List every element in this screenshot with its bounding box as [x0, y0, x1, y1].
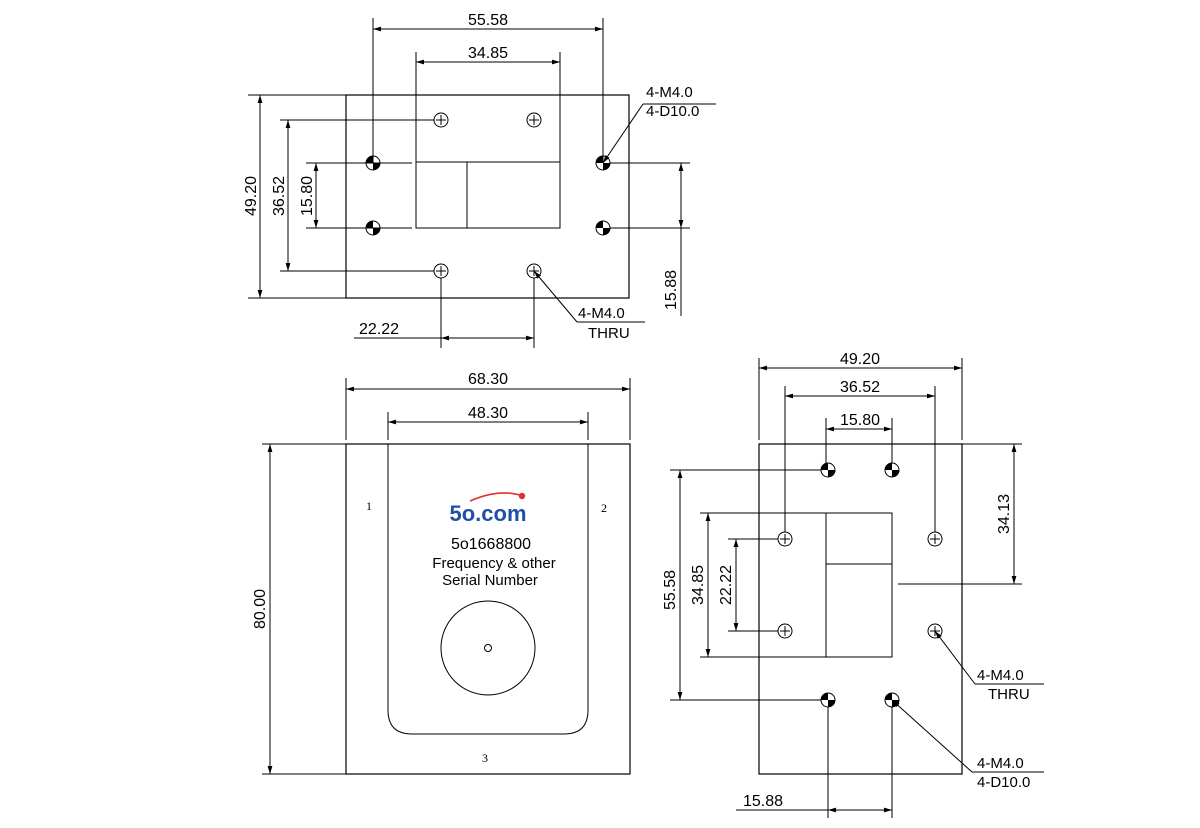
dim-side-hole-span-h: 36.52: [840, 379, 880, 396]
hole-thru: [777, 623, 793, 639]
top-view: 55.58 34.85 49.20 36.52 15.80 15.88 22.2…: [243, 12, 716, 348]
dim-front-overall-width: 68.30: [468, 371, 508, 388]
label-frequency: Frequency & other: [432, 555, 555, 572]
side-view-dimension-lines: [677, 365, 1017, 813]
callout-side-bottom-line2: 4-D10.0: [977, 774, 1030, 791]
side-view-body: [758, 443, 963, 775]
front-view-body: [345, 443, 631, 775]
pin-label-1: 1: [366, 499, 372, 513]
side-view-holes: [777, 462, 943, 708]
dim-top-aperture-height: 15.80: [299, 176, 316, 216]
front-view-label-area: [387, 444, 589, 735]
callout-side-bottom-line1: 4-M4.0: [977, 755, 1024, 772]
dim-front-height: 80.00: [252, 589, 269, 629]
dim-top-offset-right: 15.88: [663, 270, 680, 310]
dim-side-overall-height: 55.58: [662, 570, 679, 610]
hole-thru: [526, 112, 542, 128]
front-view-port: [440, 600, 536, 696]
callout-bottom-line2: THRU: [588, 325, 630, 342]
side-view-leaders: [891, 630, 1044, 773]
label-serial: Serial Number: [442, 572, 538, 589]
dim-top-overall-height: 49.20: [243, 176, 260, 216]
front-view: 68.30 48.30 80.00 1 2 3 5o.com 5o1668800…: [252, 371, 631, 775]
front-view-dimension-lines: [267, 386, 630, 774]
dim-side-hole-span-v: 22.22: [718, 565, 735, 605]
side-view: 49.20 36.52 15.80 34.13 55.58 34.85 22.2…: [662, 351, 1044, 818]
callout-side-mid-line1: 4-M4.0: [977, 667, 1024, 684]
dim-front-inner-width: 48.30: [468, 405, 508, 422]
callout-top-line1: 4-M4.0: [646, 84, 693, 101]
logo-text: 5o.com: [449, 501, 526, 526]
dim-side-offset-bottom: 15.88: [743, 793, 783, 810]
top-view-extension-lines: [248, 18, 690, 348]
top-view-holes: [365, 112, 611, 279]
hole-counterbore: [820, 462, 836, 478]
dim-top-inner-width: 34.85: [468, 45, 508, 62]
label-model: 5o1668800: [451, 536, 531, 553]
hole-counterbore: [884, 462, 900, 478]
pin-label-3: 3: [482, 751, 488, 765]
callout-side-mid-line2: THRU: [988, 686, 1030, 703]
top-view-body: [345, 94, 630, 299]
dim-side-aperture-width: 15.80: [840, 412, 880, 429]
top-view-dimension-lines: [257, 26, 684, 341]
top-view-aperture: [415, 161, 561, 229]
callout-bottom-line1: 4-M4.0: [578, 305, 625, 322]
front-view-extension-lines: [262, 378, 631, 775]
dim-top-hole-span: 36.52: [271, 176, 288, 216]
pin-label-2: 2: [601, 501, 607, 515]
top-view-leaders: [533, 103, 716, 323]
logo: 5o.com: [449, 492, 527, 526]
logo-swoosh: [469, 492, 524, 502]
logo-dot: [518, 492, 526, 500]
dim-top-overall-width: 55.58: [468, 12, 508, 29]
dim-side-overall-width: 49.20: [840, 351, 880, 368]
hole-thru: [433, 263, 449, 279]
hole-thru: [777, 531, 793, 547]
hole-counterbore: [595, 220, 611, 236]
hole-thru: [927, 531, 943, 547]
front-view-port-center: [484, 644, 492, 652]
dim-top-offset-bottom: 22.22: [359, 321, 399, 338]
side-view-aperture: [825, 512, 893, 658]
hole-thru: [433, 112, 449, 128]
callout-top-line2: 4-D10.0: [646, 103, 699, 120]
dim-side-offset-top: 34.13: [996, 494, 1013, 534]
hole-counterbore: [820, 692, 836, 708]
side-view-extension-lines: [670, 358, 1022, 818]
dim-side-inner-height: 34.85: [690, 565, 707, 605]
